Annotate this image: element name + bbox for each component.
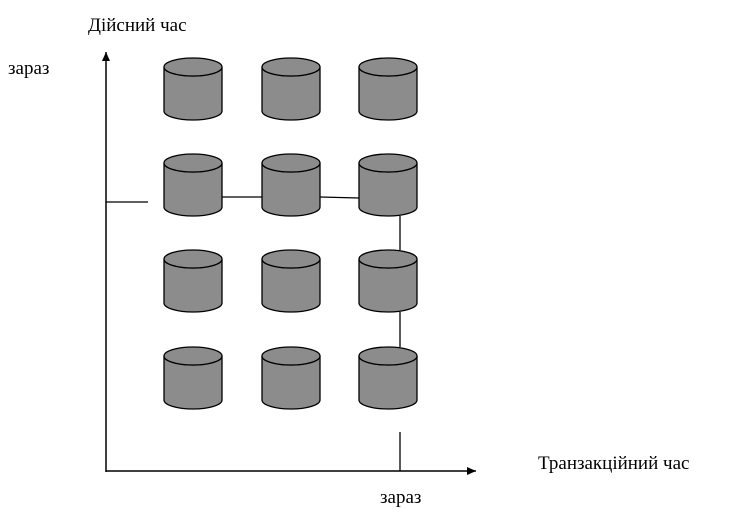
database-cylinder-icon (358, 249, 418, 313)
database-cylinder-icon (261, 346, 321, 410)
database-cylinder-icon (358, 346, 418, 410)
database-cylinder-icon (261, 57, 321, 121)
y-axis-now-label: зараз (8, 58, 50, 79)
cylinder-grid (163, 57, 418, 410)
database-cylinder-icon (261, 249, 321, 313)
database-cylinder-icon (163, 57, 223, 121)
x-axis-title: Транзакційний час (538, 453, 690, 474)
database-cylinder-icon (163, 346, 223, 410)
x-axis-now-label: зараз (380, 487, 422, 508)
y-axis-title: Дійсний час (88, 15, 187, 36)
database-cylinder-icon (163, 153, 223, 217)
state-connectors (222, 196, 401, 347)
database-cylinder-icon (163, 249, 223, 313)
database-cylinder-icon (358, 57, 418, 121)
database-cylinder-icon (358, 153, 418, 217)
database-cylinder-icon (261, 153, 321, 217)
connector-line (319, 196, 360, 199)
